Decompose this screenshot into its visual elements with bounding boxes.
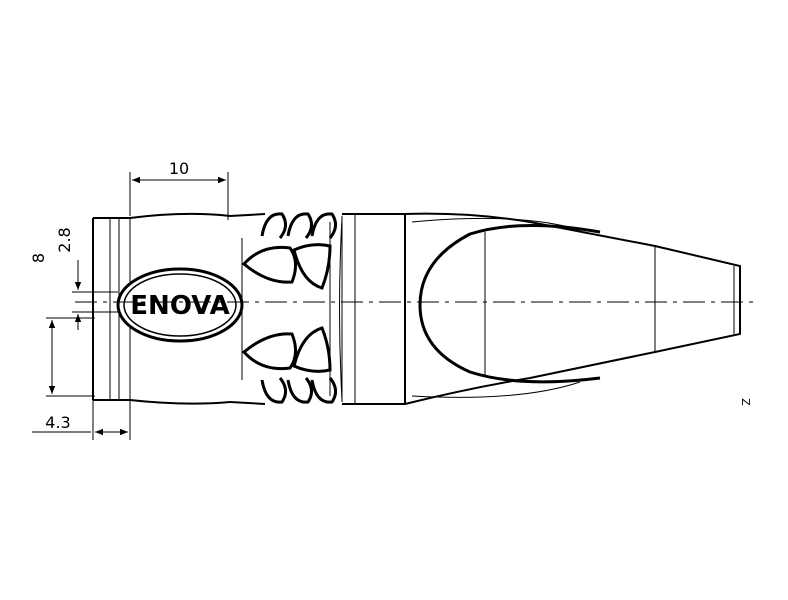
connector-body [92, 212, 741, 405]
dimension-height-outer: 8 [29, 253, 95, 397]
enova-logo: ENOVA [116, 267, 244, 343]
lower-grip-ribs [260, 377, 337, 404]
dim-label-width: 10 [169, 159, 189, 178]
dimension-width-top: 10 [129, 159, 229, 220]
dimension-height-inner: 2.8 [55, 227, 118, 330]
dim-label-offset: 4.3 [45, 413, 70, 432]
upper-grip-ribs [260, 212, 337, 239]
dim-label-height-outer: 8 [29, 253, 48, 263]
lower-fin-windows [241, 326, 332, 373]
logo-text: ENOVA [130, 291, 229, 321]
dim-label-height-inner: 2.8 [55, 227, 74, 252]
upper-fin-windows [241, 243, 332, 290]
dimension-offset-bottom: 4.3 [32, 400, 131, 440]
corner-mark: Z [739, 398, 752, 406]
